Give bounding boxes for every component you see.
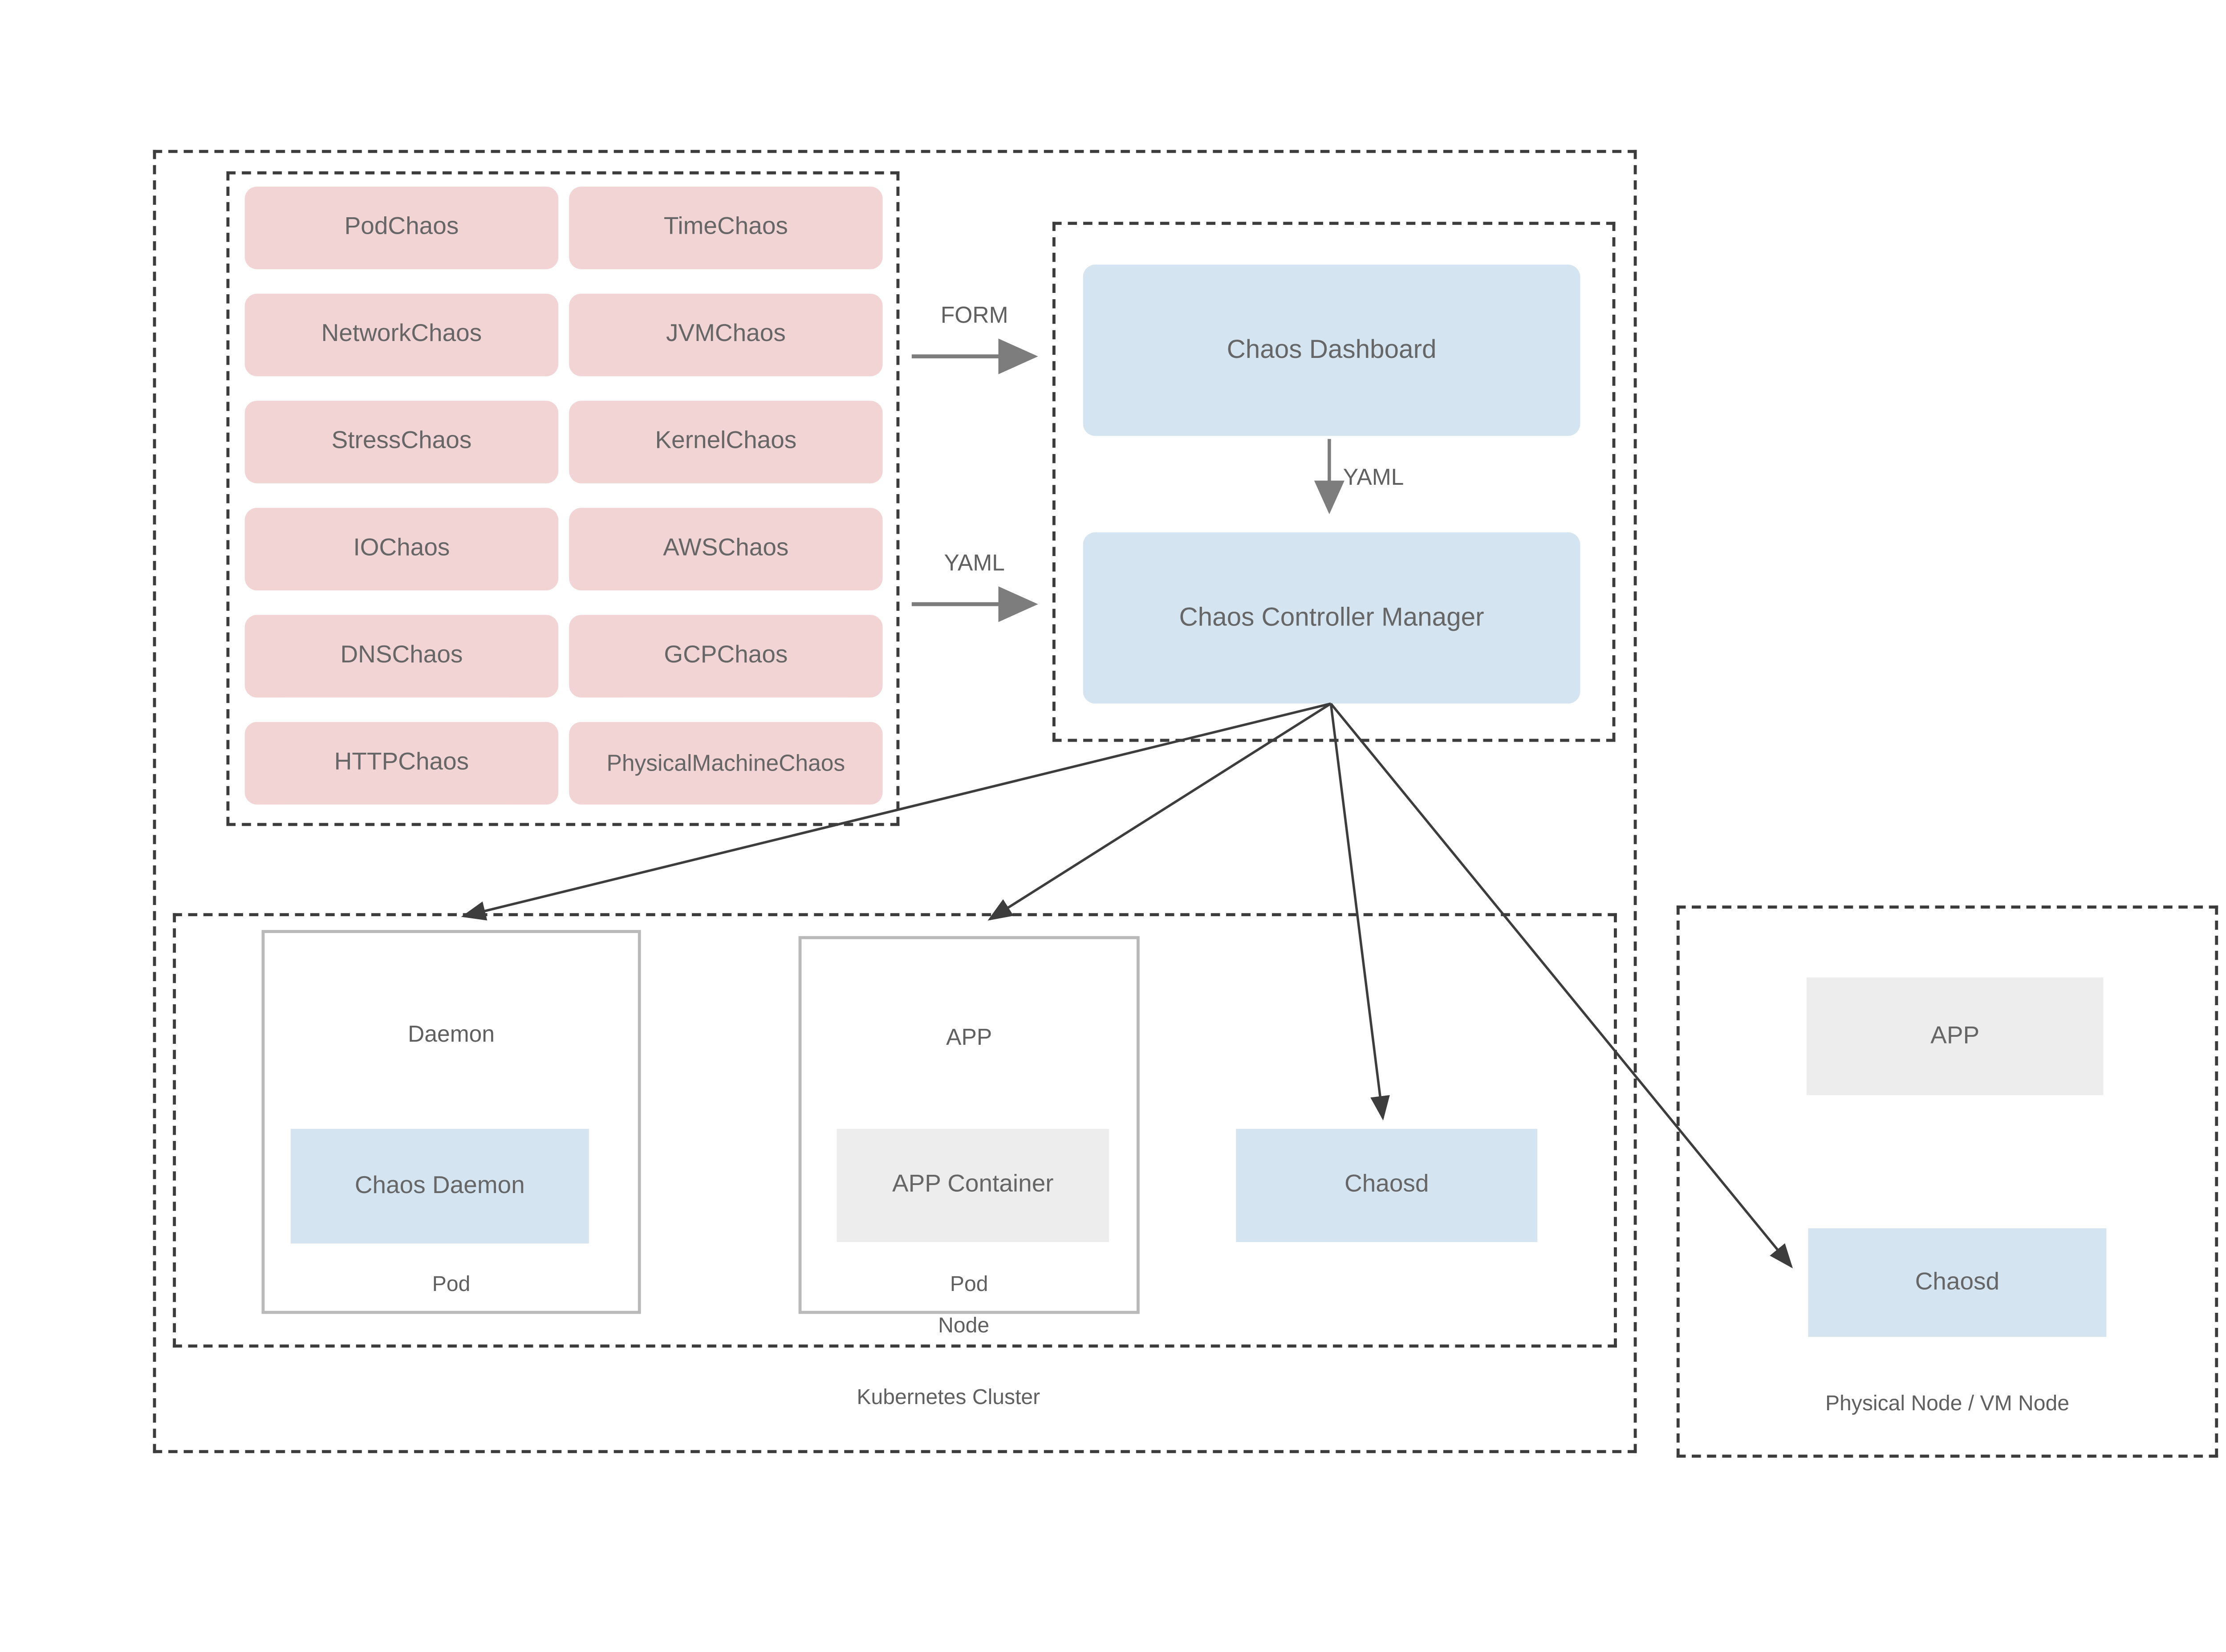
- cluster-chaosd-box: Chaosd: [1236, 1128, 1538, 1242]
- chaos-type-io-chaos: IOChaos: [244, 507, 559, 591]
- daemon-pod-footer: Pod: [432, 1271, 471, 1296]
- chaos-type-aws-chaos: AWSChaos: [569, 507, 883, 591]
- app-pod-title: APP: [946, 1025, 992, 1051]
- chaos-dashboard-box: Chaos Dashboard: [1083, 264, 1580, 436]
- chaos-type-jvm-chaos: JVMChaos: [569, 293, 883, 377]
- yaml-arrow-label: YAML: [944, 550, 1005, 577]
- form-arrow-label: FORM: [940, 303, 1008, 329]
- chaos-type-stress-chaos: StressChaos: [244, 401, 559, 483]
- app-container-box: APP Container: [837, 1128, 1109, 1242]
- physical-node-label: Physical Node / VM Node: [1825, 1390, 2070, 1415]
- kubernetes-cluster-label: Kubernetes Cluster: [857, 1384, 1040, 1409]
- physical-app-box: APP: [1806, 977, 2104, 1096]
- chaos-type-network-chaos: NetworkChaos: [244, 293, 559, 377]
- app-pod-footer: Pod: [950, 1271, 988, 1296]
- chaos-type-time-chaos: TimeChaos: [569, 187, 883, 269]
- daemon-pod-title: Daemon: [408, 1022, 495, 1048]
- chaos-controller-manager-box: Chaos Controller Manager: [1083, 532, 1580, 704]
- chaos-type-http-chaos: HTTPChaos: [244, 722, 559, 805]
- node-label: Node: [938, 1312, 990, 1337]
- physical-node-box: APP Chaosd Physical Node / VM Node: [1676, 905, 2218, 1458]
- chaos-type-gcp-chaos: GCPChaos: [569, 615, 883, 698]
- chaos-daemon-box: Chaos Daemon: [290, 1128, 589, 1244]
- yaml-dashboard-to-controller-label: YAML: [1343, 465, 1404, 491]
- app-pod-box: APP APP Container Pod: [798, 936, 1140, 1314]
- daemon-pod-box: Daemon Chaos Daemon Pod: [261, 930, 641, 1314]
- chaos-type-physical-machine-chaos: PhysicalMachineChaos: [569, 722, 883, 805]
- chaos-type-pod-chaos: PodChaos: [244, 187, 559, 269]
- chaos-type-kernel-chaos: KernelChaos: [569, 401, 883, 483]
- chaos-type-dns-chaos: DNSChaos: [244, 615, 559, 698]
- physical-chaosd-box: Chaosd: [1808, 1228, 2107, 1337]
